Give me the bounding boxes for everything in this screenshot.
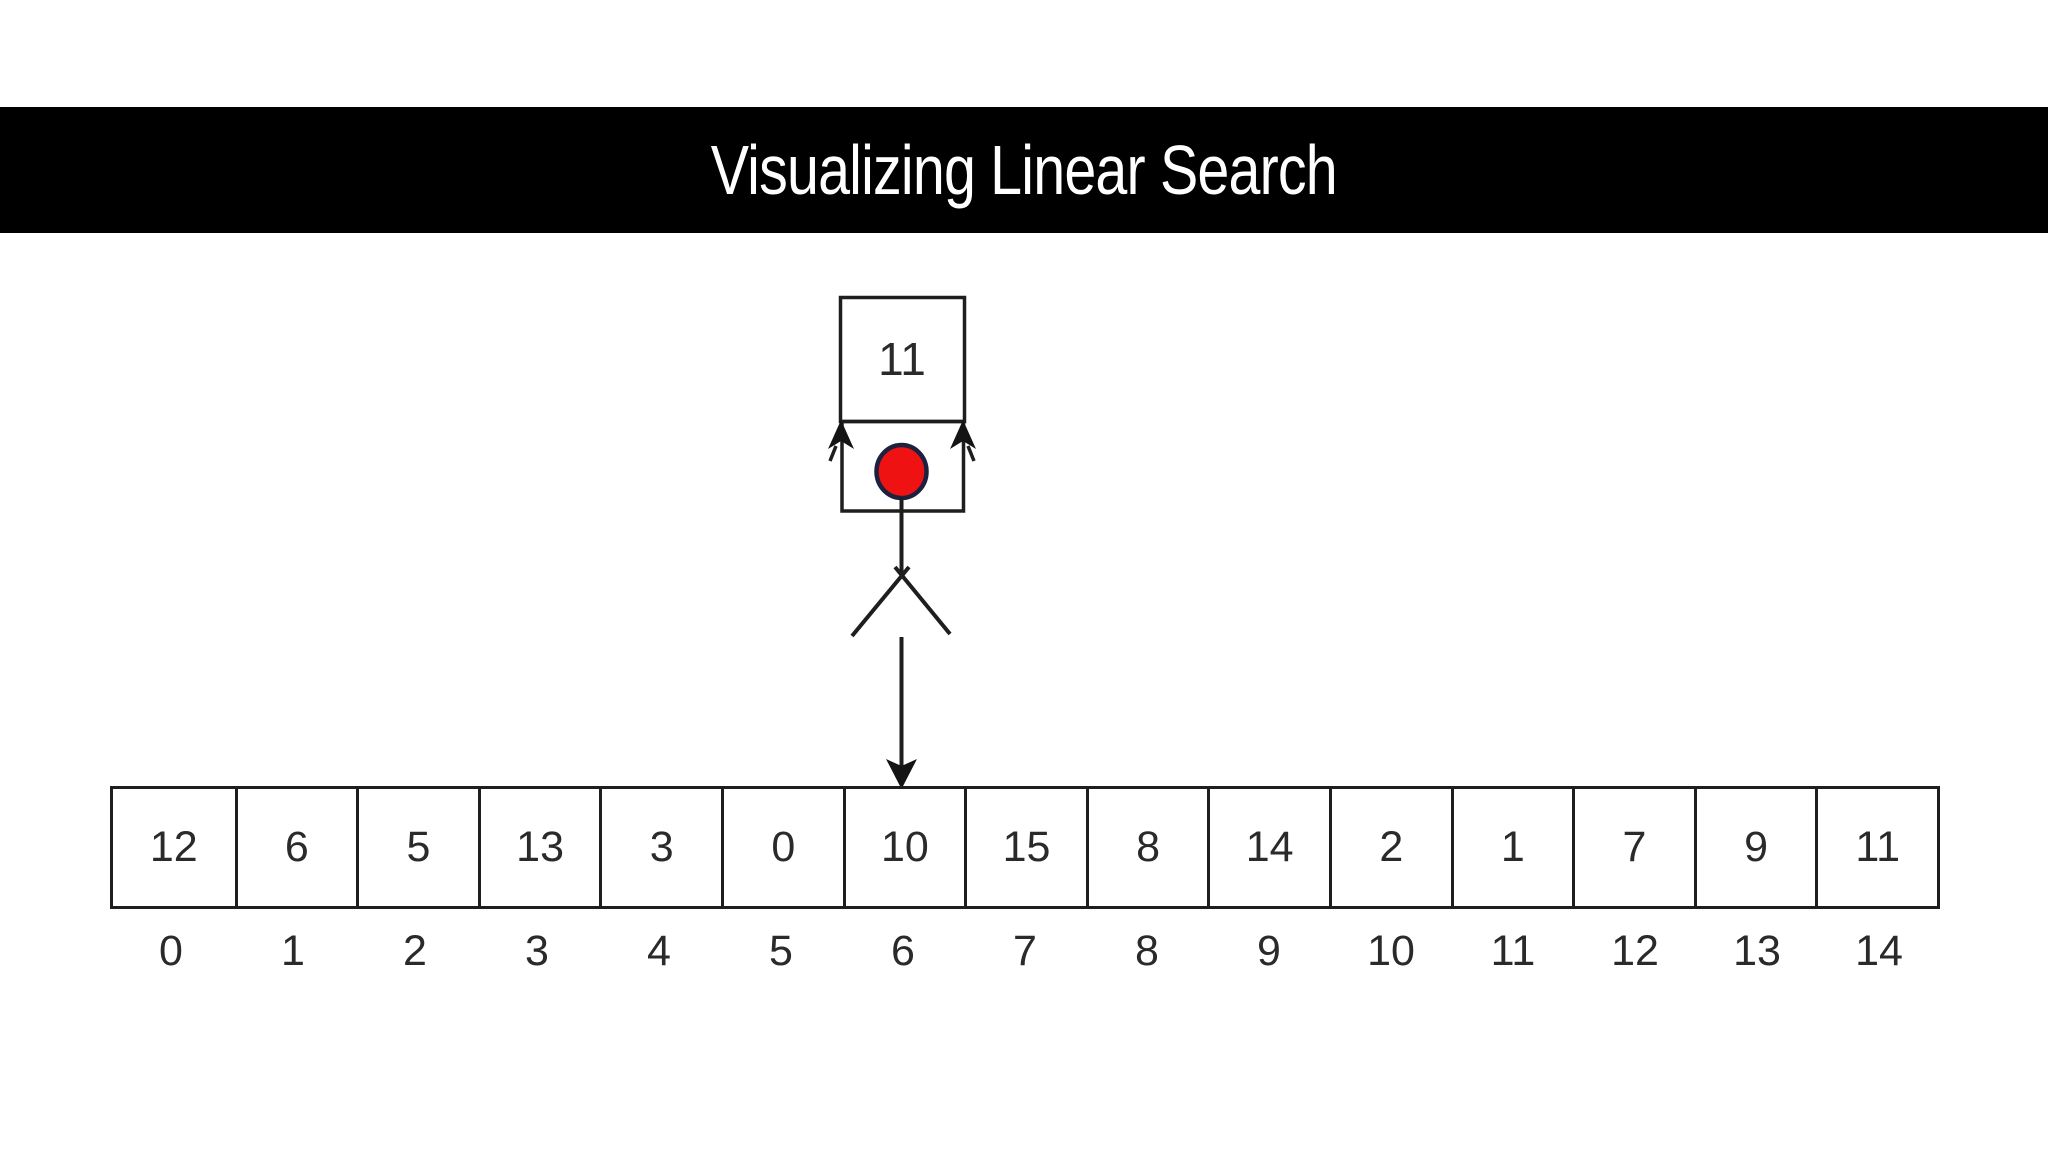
index-label-6: 6 [891, 927, 915, 975]
array-cell-value: 9 [1744, 823, 1769, 871]
array-cell-5: 0 [720, 789, 843, 906]
array-cell-4: 3 [599, 789, 721, 906]
index-label-13: 13 [1733, 927, 1781, 975]
index-label-3: 3 [525, 927, 549, 975]
stick-figure-legs [850, 565, 952, 638]
index-label-1: 1 [281, 927, 305, 975]
array-cell-value: 5 [406, 823, 431, 871]
array-cell-value: 0 [771, 823, 796, 871]
array-cell-3: 13 [477, 789, 600, 906]
array-cell-10: 2 [1328, 789, 1451, 906]
array-cell-12: 7 [1572, 789, 1694, 906]
array-cell-value: 12 [149, 823, 198, 871]
array-cell-1: 6 [234, 789, 357, 906]
right-arm-up-arrow-icon [950, 420, 976, 462]
pointer-down-arrow-icon [886, 637, 917, 789]
array-cell-14: 11 [1815, 789, 1937, 906]
index-label-10: 10 [1367, 927, 1415, 975]
index-label-12: 12 [1611, 927, 1659, 975]
array-cell-value: 11 [1855, 823, 1900, 871]
index-label-11: 11 [1490, 927, 1536, 975]
array-cell-2: 5 [356, 789, 478, 906]
index-label-2: 2 [403, 927, 427, 975]
array-cell-0: 12 [113, 789, 235, 906]
array-cell-8: 8 [1085, 789, 1208, 906]
array-cell-9: 14 [1207, 789, 1329, 906]
array-row: 12 6 5 13 3 0 10 15 8 14 2 1 7 9 11 [110, 786, 1940, 909]
array-cell-value: 8 [1136, 823, 1161, 871]
array-cell-value: 7 [1622, 823, 1647, 871]
index-label-8: 8 [1135, 927, 1159, 975]
stick-figure-head [874, 442, 929, 501]
held-target-value: 11 [878, 333, 926, 385]
left-arm-up-arrow-icon [828, 420, 854, 462]
index-label-9: 9 [1257, 927, 1281, 975]
array-cell-value: 13 [516, 823, 565, 871]
index-label-4: 4 [647, 927, 671, 975]
array-cell-6: 10 [842, 789, 965, 906]
page-title: Visualizing Linear Search [710, 131, 1338, 209]
index-label-5: 5 [769, 927, 793, 975]
array-cell-value: 2 [1379, 823, 1404, 871]
index-row: 0 1 2 3 4 5 6 7 8 9 10 11 12 13 14 [110, 926, 1940, 976]
array-cell-value: 14 [1245, 823, 1294, 871]
index-label-7: 7 [1013, 927, 1037, 975]
title-bar: Visualizing Linear Search [0, 107, 2048, 233]
array-cell-7: 15 [964, 789, 1086, 906]
array-cell-value: 1 [1500, 823, 1525, 871]
held-target-box [838, 295, 967, 424]
array-cell-value: 3 [649, 823, 674, 871]
array-cell-value: 15 [1002, 823, 1051, 871]
index-label-0: 0 [159, 927, 183, 975]
array-cell-11: 1 [1450, 789, 1573, 906]
array-cell-value: 10 [880, 823, 929, 871]
array-cell-value: 6 [284, 823, 309, 871]
index-label-14: 14 [1855, 927, 1903, 975]
figure-torso-box [840, 419, 966, 513]
array-cell-13: 9 [1693, 789, 1816, 906]
